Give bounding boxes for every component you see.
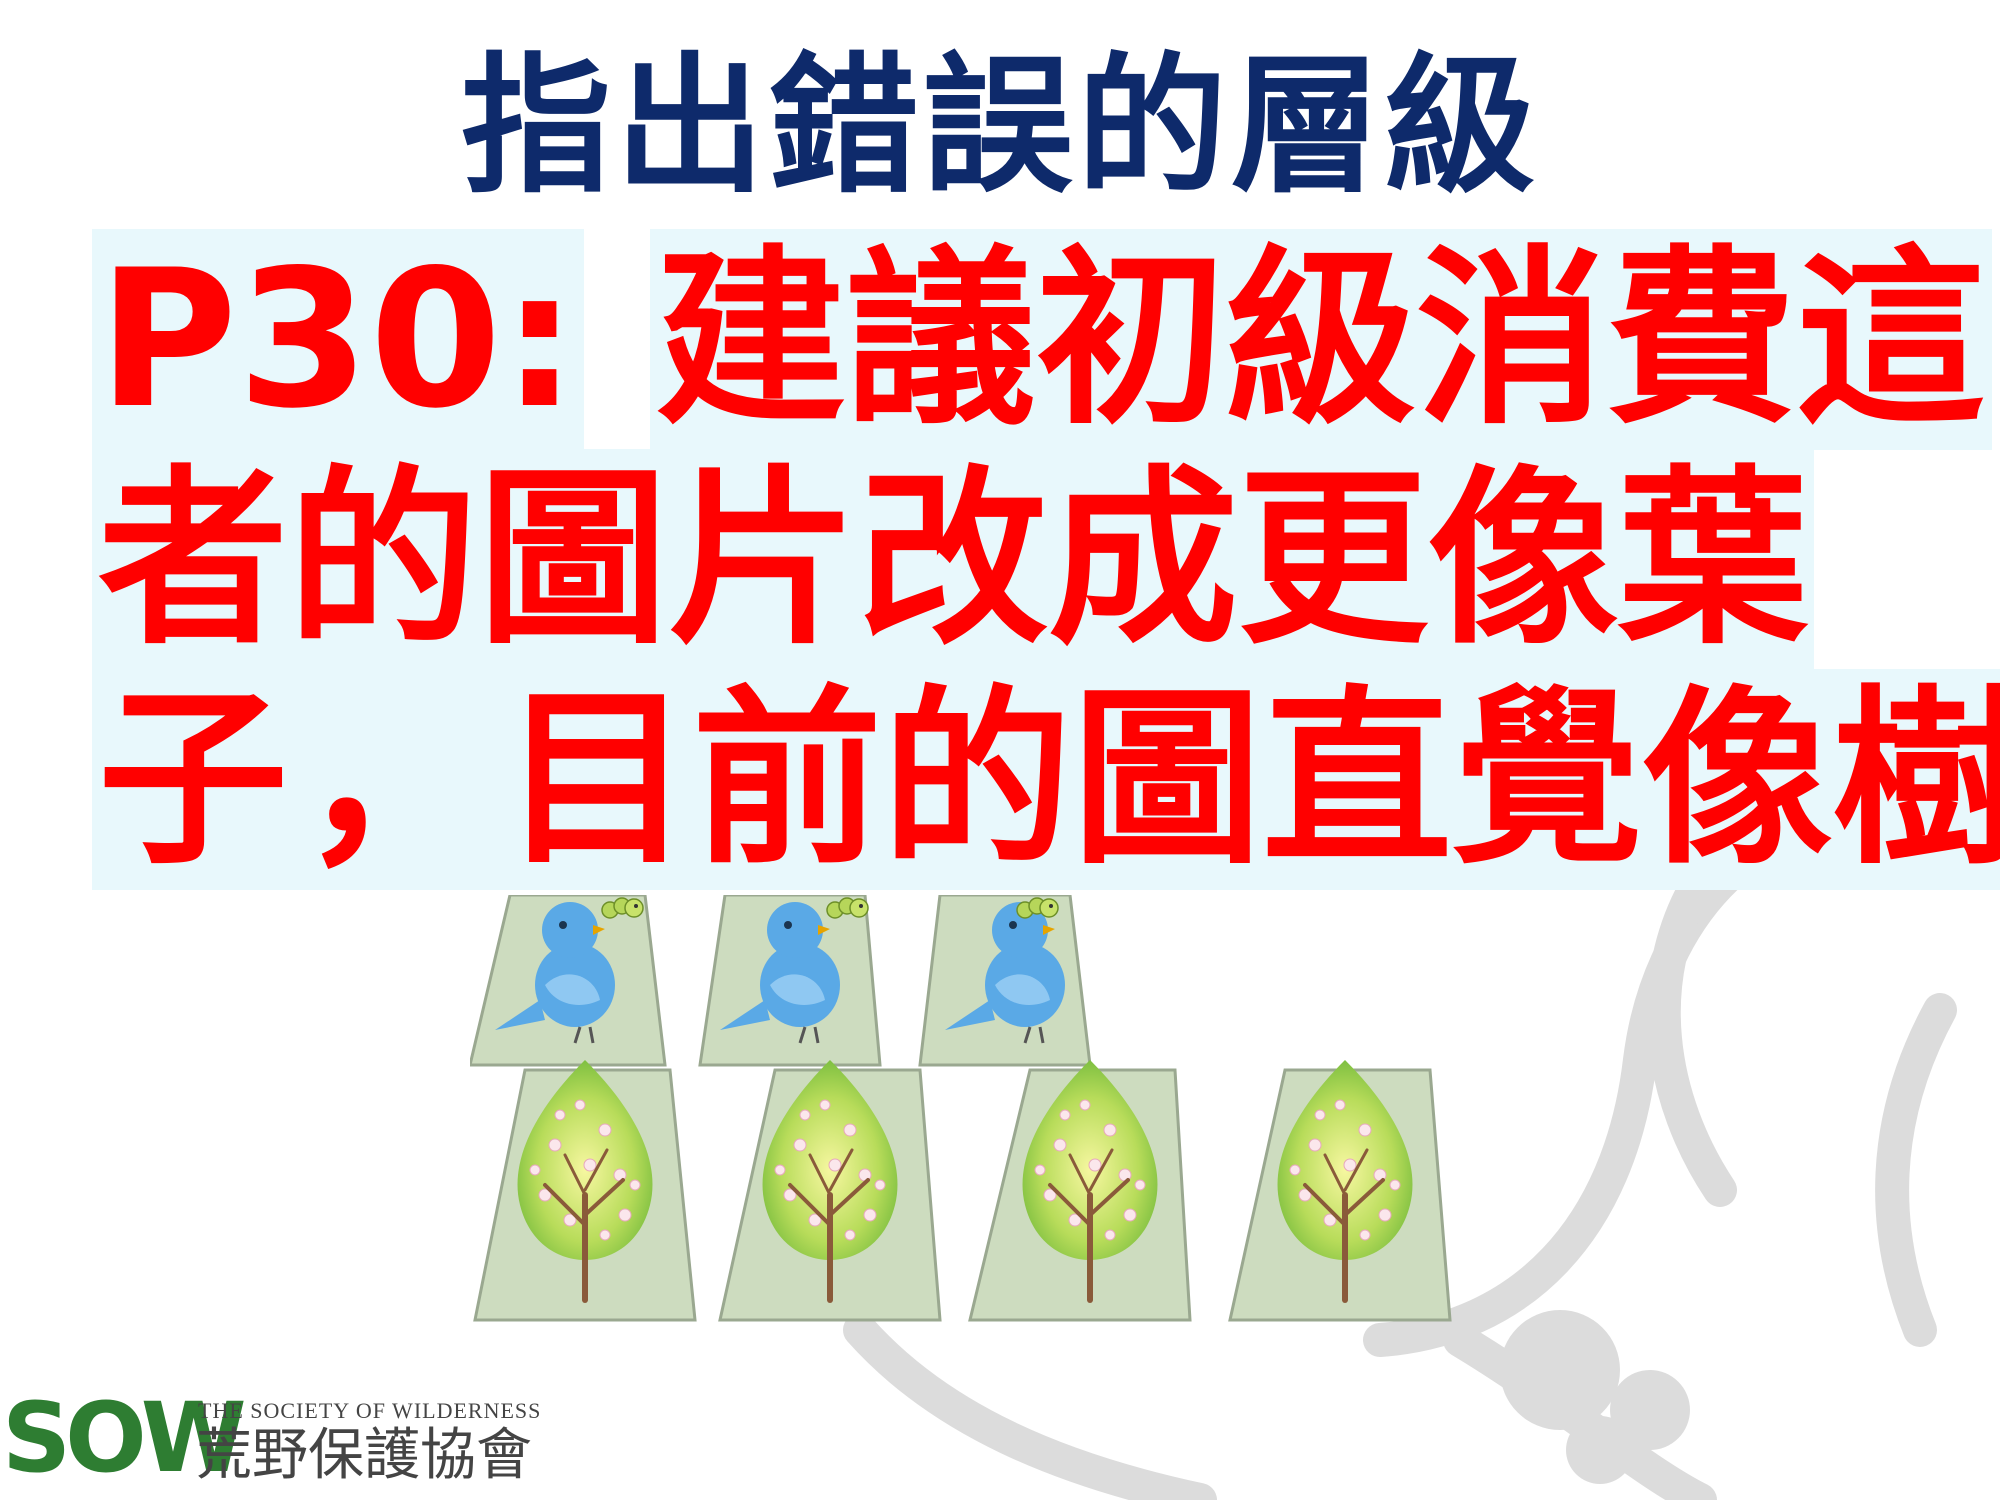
bird-card — [470, 895, 667, 1067]
note-text: 目前的圖直覺像樹 — [496, 669, 2000, 890]
note-prefix: P30: — [92, 229, 584, 450]
tree-card — [718, 1060, 942, 1322]
note-comma: ， — [294, 669, 497, 890]
logo-english-name: THE SOCIETY OF WILDERNESS — [198, 1398, 542, 1423]
note-line-2: 者的圖片改成更像葉 — [92, 449, 1815, 670]
note-line-1: P30: 建議初級消費這 — [92, 229, 1992, 450]
slide-title: 指出錯誤的層級 — [460, 40, 1539, 214]
tree-card — [968, 1060, 1192, 1322]
bird-card — [698, 895, 882, 1067]
trophic-pyramid — [470, 895, 1452, 1322]
note-text: 子 — [92, 669, 295, 890]
note-line-3: 子，目前的圖直覺像樹 — [92, 669, 2000, 890]
logo-sow-text: SOW — [2, 1382, 247, 1494]
note-text: 建議初級消費這 — [649, 229, 1992, 450]
tree-card — [473, 1060, 697, 1322]
sow-logo: SOW THE SOCIETY OF WILDERNESS 荒野保護協會 — [0, 1378, 600, 1500]
note-text: 者的圖片改成更像葉 — [92, 449, 1815, 670]
logo-chinese-name: 荒野保護協會 — [196, 1423, 532, 1488]
bird-card — [918, 895, 1092, 1067]
tree-card — [1228, 1060, 1452, 1322]
